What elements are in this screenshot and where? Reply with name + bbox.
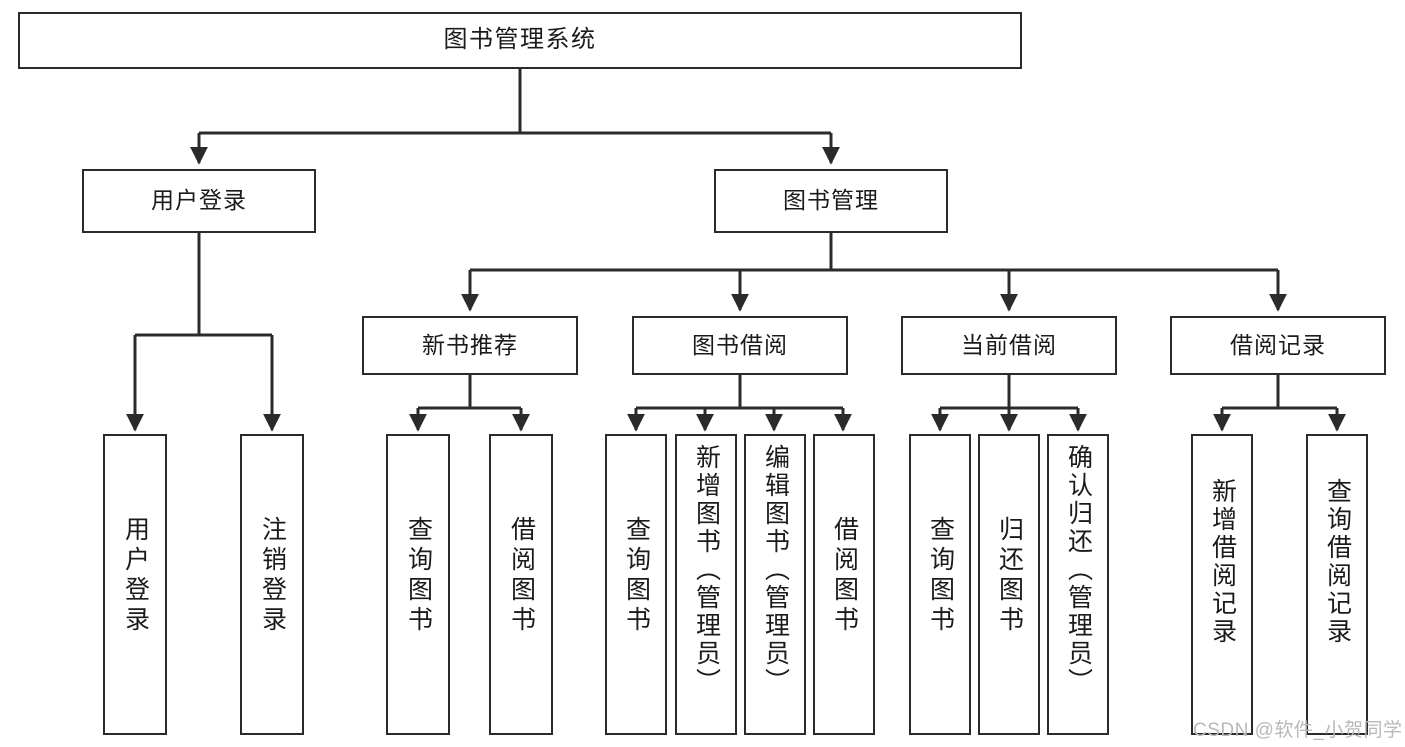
node-label: 查询借阅记录 (1323, 478, 1352, 646)
leaf-user-login[interactable]: 用户登录 (103, 434, 167, 735)
node-label: 用户登录 (151, 187, 247, 214)
node-label: 借阅图书 (830, 516, 859, 636)
node-label: 编辑图书（管理员） (761, 444, 790, 696)
leaf-query-book-borrow[interactable]: 查询图书 (605, 434, 667, 735)
node-label: 图书管理 (783, 187, 879, 214)
leaf-lend-book[interactable]: 借阅图书 (813, 434, 875, 735)
node-label: 图书管理系统 (443, 26, 597, 54)
node-label: 确认归还（管理员） (1064, 444, 1093, 696)
leaf-add-borrow-record[interactable]: 新增借阅记录 (1191, 434, 1253, 735)
leaf-logout[interactable]: 注销登录 (240, 434, 304, 735)
csdn-watermark: CSDN @软件_小贺同学 (1193, 720, 1403, 741)
node-user-login[interactable]: 用户登录 (82, 169, 316, 233)
leaf-confirm-return-admin[interactable]: 确认归还（管理员） (1047, 434, 1109, 735)
leaf-edit-book-admin[interactable]: 编辑图书（管理员） (744, 434, 806, 735)
leaf-query-borrow-record[interactable]: 查询借阅记录 (1306, 434, 1368, 735)
node-new-book-recommendation[interactable]: 新书推荐 (362, 316, 578, 375)
node-label: 当前借阅 (961, 331, 1057, 358)
node-label: 借阅记录 (1230, 331, 1326, 358)
node-label: 新增借阅记录 (1208, 478, 1237, 646)
leaf-query-book-newrec[interactable]: 查询图书 (386, 434, 450, 735)
node-label: 归还图书 (995, 516, 1024, 636)
leaf-add-book-admin[interactable]: 新增图书（管理员） (675, 434, 737, 735)
node-label: 注销登录 (258, 516, 287, 636)
node-label: 新增图书（管理员） (692, 444, 721, 696)
node-current-borrowing[interactable]: 当前借阅 (901, 316, 1117, 375)
node-label: 借阅图书 (507, 516, 536, 636)
node-label: 查询图书 (926, 516, 955, 636)
node-label: 查询图书 (622, 516, 651, 636)
leaf-return-book[interactable]: 归还图书 (978, 434, 1040, 735)
leaf-borrow-book-newrec[interactable]: 借阅图书 (489, 434, 553, 735)
leaf-query-book-current[interactable]: 查询图书 (909, 434, 971, 735)
node-book-borrowing[interactable]: 图书借阅 (632, 316, 848, 375)
node-book-management-system[interactable]: 图书管理系统 (18, 12, 1022, 69)
node-borrowing-record[interactable]: 借阅记录 (1170, 316, 1386, 375)
node-label: 用户登录 (121, 516, 150, 636)
node-book-management[interactable]: 图书管理 (714, 169, 948, 233)
node-label: 图书借阅 (692, 331, 788, 358)
node-label: 新书推荐 (422, 331, 518, 358)
node-label: 查询图书 (404, 516, 433, 636)
